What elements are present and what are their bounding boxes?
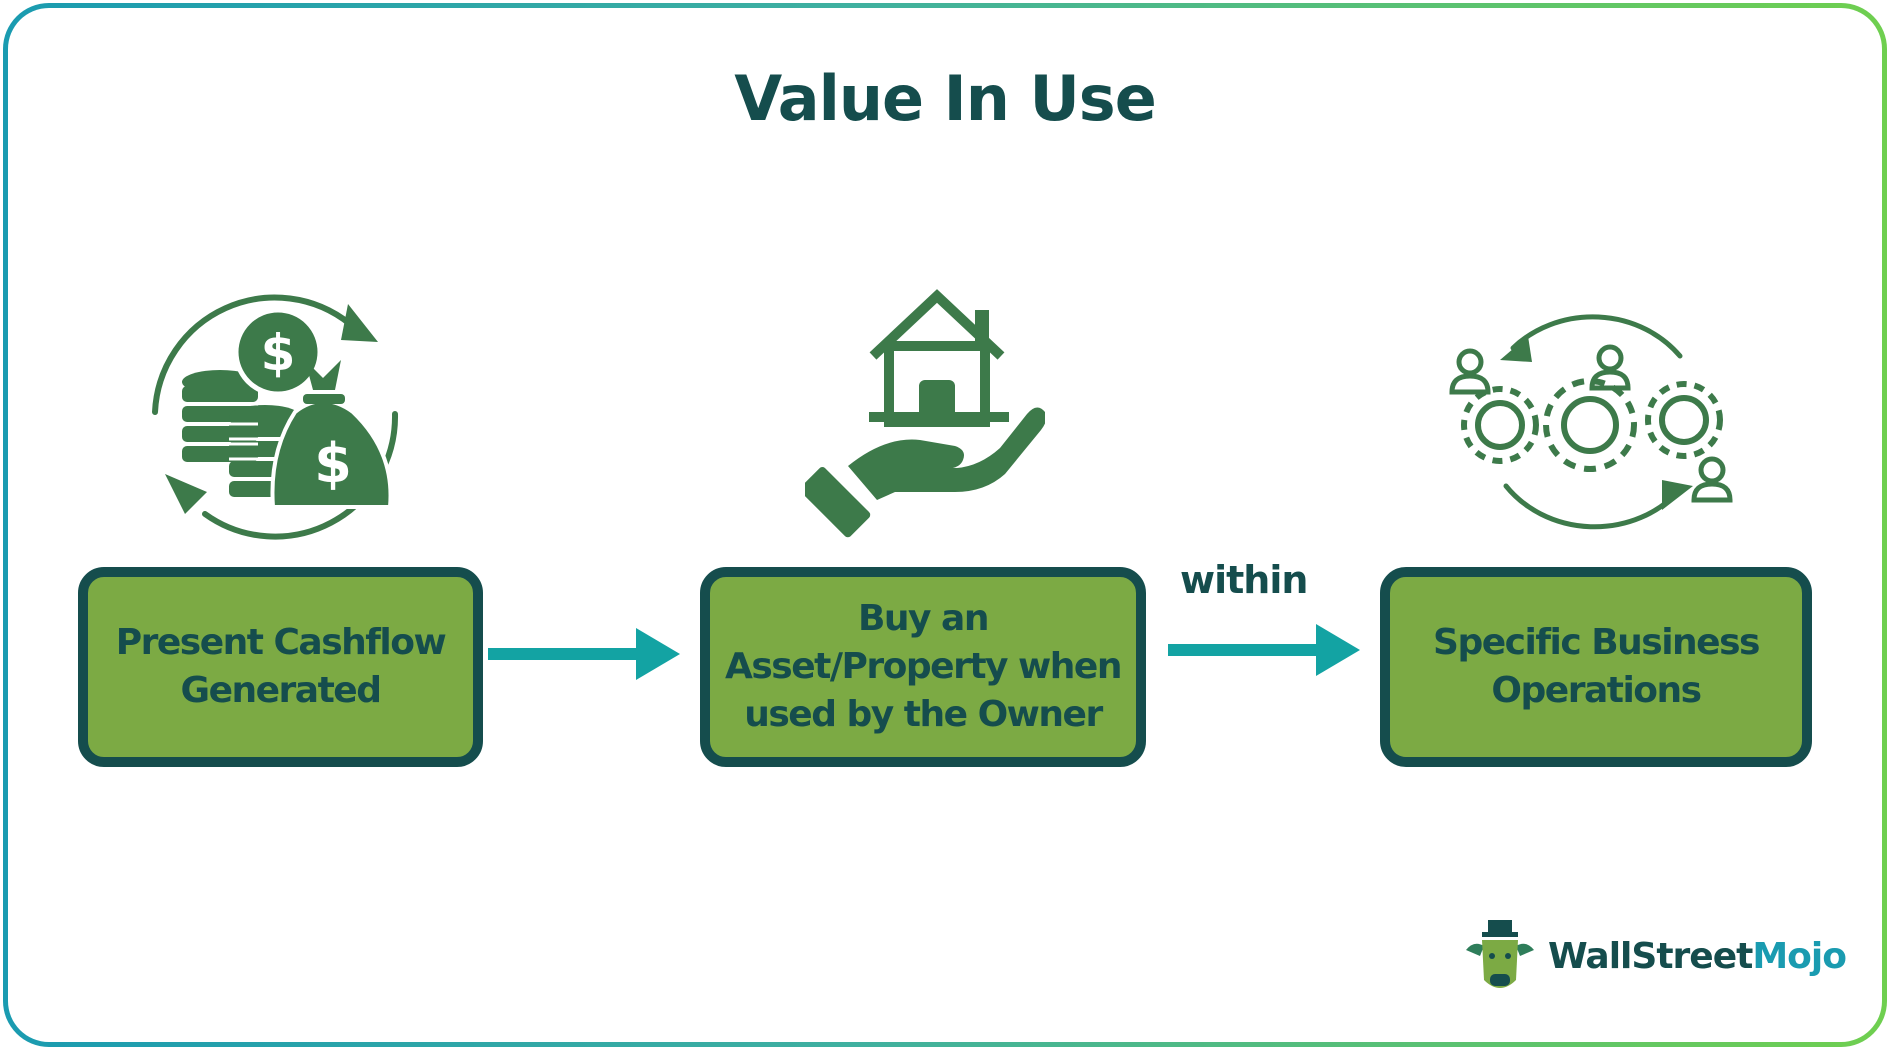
node-business-operations: Specific Business Operations (1380, 567, 1812, 767)
node-label: Buy an Asset/Property when used by the O… (725, 598, 1122, 735)
node-label: Specific Business Operations (1433, 622, 1760, 711)
wallstreetmojo-logo: WallStreetMojo (1460, 918, 1847, 998)
logo-text-wallstreet: WallStreet (1548, 936, 1753, 977)
money-cycle-icon: $ $ (152, 294, 399, 540)
node-present-cashflow: Present Cashflow Generated (78, 567, 483, 767)
node-label: Present Cashflow Generated (115, 622, 447, 711)
svg-text:$: $ (261, 324, 296, 382)
bull-mascot-icon (1466, 920, 1534, 988)
logo-text-mojo: Mojo (1752, 936, 1847, 977)
arrow-1-to-2 (488, 628, 680, 680)
gears-people-cycle-icon (1449, 314, 1733, 530)
node-buy-asset: Buy an Asset/Property when used by the O… (700, 567, 1146, 767)
diagram-title: Value In Use (734, 62, 1157, 135)
svg-text:$: $ (314, 432, 352, 495)
house-in-hand-icon (805, 289, 1045, 538)
logo-text: WallStreetMojo (1548, 936, 1847, 977)
arrow-2-to-3 (1168, 624, 1360, 676)
connector-label-within: within (1180, 558, 1308, 602)
